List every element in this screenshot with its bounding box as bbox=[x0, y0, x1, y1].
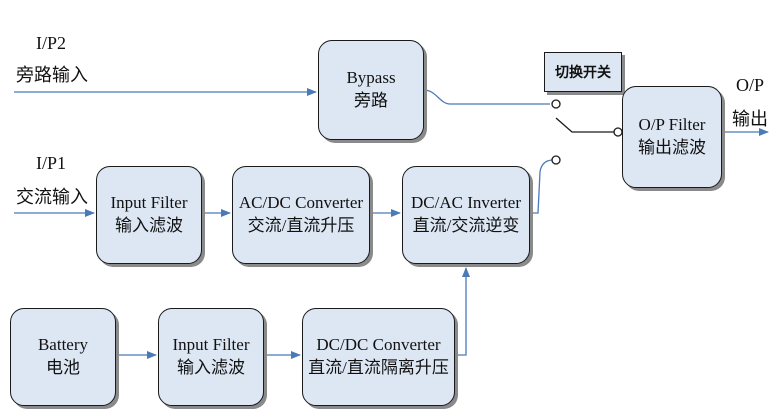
battery-cn: 电池 bbox=[46, 358, 80, 377]
input-filter-battery-cn: 输入滤波 bbox=[177, 358, 245, 377]
ac-dc-converter-block: AC/DC Converter 交流/直流升压 bbox=[232, 166, 370, 264]
ip1-label: I/P1 bbox=[36, 153, 67, 173]
ac-dc-converter-cn: 交流/直流升压 bbox=[247, 216, 355, 235]
switch-contact-output bbox=[613, 127, 623, 137]
battery-block: Battery 电池 bbox=[10, 308, 116, 406]
input-filter-battery-block: Input Filter 输入滤波 bbox=[158, 308, 264, 406]
input-filter-ac-cn: 输入滤波 bbox=[115, 216, 183, 235]
battery-en: Battery bbox=[37, 335, 89, 355]
ac-dc-converter-en: AC/DC Converter bbox=[238, 193, 364, 213]
op-filter-cn: 输出滤波 bbox=[638, 138, 706, 157]
ip2-label: I/P2 bbox=[36, 33, 67, 53]
input-filter-ac-en: Input Filter bbox=[110, 193, 188, 213]
switch-label: 切换开关 bbox=[544, 52, 622, 92]
dcdc-to-inverter-arrow bbox=[455, 267, 470, 356]
dc-ac-inverter-block: DC/AC Inverter 直流/交流逆变 bbox=[402, 166, 530, 264]
op-cn-label: 输出 bbox=[732, 109, 768, 129]
bypass-block-en: Bypass bbox=[346, 68, 396, 88]
op-filter-block: O/P Filter 输出滤波 bbox=[622, 86, 722, 188]
bypass-to-switch-line bbox=[423, 89, 550, 105]
input-filter-battery-en: Input Filter bbox=[172, 335, 250, 355]
switch-contact-inverter bbox=[551, 155, 561, 165]
dc-dc-converter-cn: 直流/直流隔离升压 bbox=[308, 358, 449, 377]
dc-dc-converter-block: DC/DC Converter 直流/直流隔离升压 bbox=[302, 308, 455, 406]
bypass-block: Bypass 旁路 bbox=[318, 40, 424, 140]
op-label: O/P bbox=[736, 75, 765, 95]
dc-dc-converter-en: DC/DC Converter bbox=[316, 335, 441, 355]
dc-ac-inverter-en: DC/AC Inverter bbox=[410, 193, 521, 213]
op-filter-en: O/P Filter bbox=[638, 115, 706, 135]
ip2-cn-label: 旁路输入 bbox=[16, 65, 88, 85]
inverter-to-switch-line bbox=[530, 159, 554, 214]
bypass-block-cn: 旁路 bbox=[354, 91, 388, 110]
input-filter-ac-block: Input Filter 输入滤波 bbox=[96, 166, 202, 264]
switch-contact-bypass bbox=[551, 99, 561, 109]
dc-ac-inverter-cn: 直流/交流逆变 bbox=[412, 216, 520, 235]
ip1-cn-label: 交流输入 bbox=[16, 187, 88, 207]
switch-blade bbox=[555, 117, 614, 133]
